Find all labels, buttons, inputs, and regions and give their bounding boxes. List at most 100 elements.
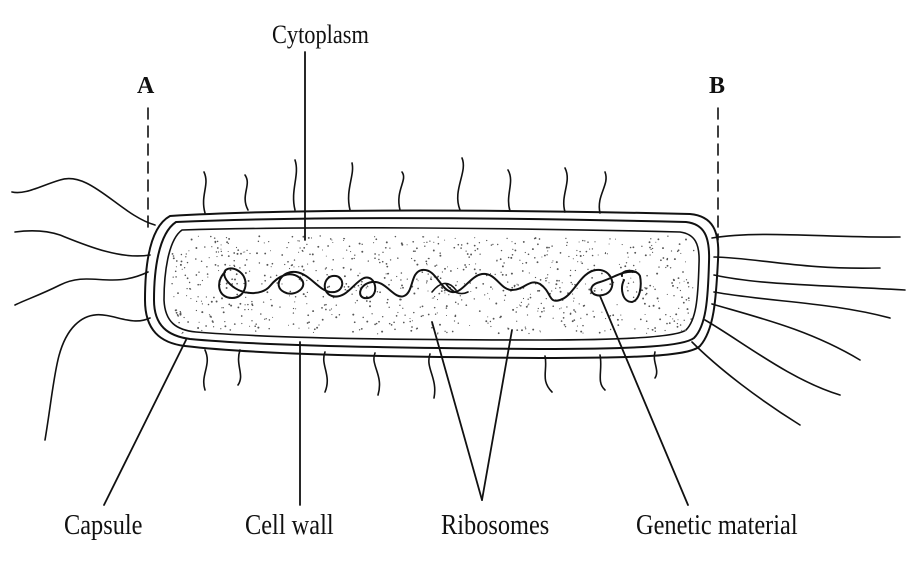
cytoplasm-dot — [244, 251, 245, 252]
cytoplasm-dot — [479, 242, 480, 243]
cytoplasm-dot — [665, 267, 666, 268]
cytoplasm-dot — [413, 312, 414, 313]
cytoplasm-dot — [686, 279, 687, 280]
cytoplasm-dot — [609, 315, 611, 317]
cytoplasm-dot — [215, 264, 217, 266]
cytoplasm-dot — [407, 278, 408, 279]
cytoplasm-dot — [303, 247, 305, 249]
cytoplasm-dot — [446, 305, 448, 307]
cytoplasm-dot — [465, 304, 467, 306]
cytoplasm-dot — [690, 318, 692, 320]
cytoplasm-dot — [667, 258, 668, 259]
cytoplasm-dot — [180, 311, 181, 312]
cytoplasm-dot — [216, 251, 217, 252]
cytoplasm-dot — [182, 269, 183, 270]
cytoplasm-dot — [490, 286, 492, 288]
cytoplasm-dot — [580, 318, 581, 319]
cytoplasm-dot — [512, 254, 514, 256]
cytoplasm-dot — [387, 273, 388, 274]
cytoplasm-dot — [176, 260, 178, 262]
cytoplasm-dot — [284, 264, 285, 265]
cytoplasm-dot — [455, 285, 457, 287]
cytoplasm-dot — [236, 273, 238, 275]
cytoplasm-dot — [373, 242, 374, 243]
cytoplasm-dot — [547, 250, 548, 251]
cytoplasm-dot — [354, 255, 355, 256]
cytoplasm-dot — [633, 297, 634, 298]
cytoplasm-dot — [269, 319, 271, 321]
cytoplasm-dot — [683, 302, 685, 304]
cytoplasm-dot — [249, 271, 250, 272]
cytoplasm-dot — [484, 294, 485, 295]
cytoplasm-dot — [214, 237, 216, 239]
cytoplasm-dot — [319, 235, 320, 236]
cytoplasm-dot — [386, 263, 388, 265]
cytoplasm-dot — [303, 269, 305, 271]
cytoplasm-dot — [295, 308, 296, 309]
cytoplasm-dot — [201, 330, 202, 331]
cytoplasm-dot — [368, 260, 369, 261]
cytoplasm-dot — [605, 318, 606, 319]
label-cell-wall: Cell wall — [245, 511, 334, 540]
cytoplasm-dot — [359, 273, 360, 274]
cytoplasm-dot — [256, 252, 258, 254]
cytoplasm-dot — [666, 323, 668, 325]
cytoplasm-dot — [519, 304, 520, 305]
cytoplasm-dot — [538, 308, 539, 309]
cytoplasm-dot — [234, 279, 236, 281]
cytoplasm-dot — [438, 243, 440, 245]
cytoplasm-dot — [401, 242, 403, 244]
cytoplasm-dot — [568, 256, 569, 257]
cytoplasm-dot — [557, 268, 559, 270]
cytoplasm-dot — [500, 272, 501, 273]
cytoplasm-dot — [247, 304, 248, 305]
cytoplasm-dot — [233, 260, 234, 261]
cytoplasm-dot — [617, 324, 619, 326]
cytoplasm-dot — [293, 312, 294, 313]
cytoplasm-dot — [281, 254, 283, 256]
cytoplasm-dot — [386, 266, 388, 268]
cytoplasm-dot — [555, 288, 556, 289]
cytoplasm-dot — [246, 250, 247, 251]
cytoplasm-dot — [272, 317, 273, 318]
cytoplasm-dot — [556, 280, 558, 282]
cytoplasm-dot — [634, 328, 635, 329]
cytoplasm-dot — [396, 276, 397, 277]
cytoplasm-dot — [567, 242, 568, 243]
cytoplasm-dot — [243, 283, 244, 284]
cytoplasm-dot — [673, 295, 674, 296]
cytoplasm-dot — [264, 253, 266, 255]
cytoplasm-dot — [301, 266, 303, 268]
cytoplasm-dot — [468, 256, 470, 258]
cytoplasm-dot — [407, 244, 408, 245]
cytoplasm-dot — [529, 272, 530, 273]
cytoplasm-dot — [579, 251, 580, 252]
cytoplasm-dot — [181, 254, 183, 256]
label-ribosomes: Ribosomes — [441, 511, 549, 540]
cytoplasm-dot — [325, 268, 326, 269]
cytoplasm-dot — [281, 283, 282, 284]
cytoplasm-dot — [651, 245, 652, 246]
cytoplasm-dot — [378, 254, 379, 255]
cytoplasm-dot — [217, 241, 219, 243]
cytoplasm-dot — [226, 283, 228, 285]
cytoplasm-dot — [211, 246, 212, 247]
cytoplasm-dot — [299, 247, 300, 248]
cytoplasm-dot — [422, 315, 423, 316]
cytoplasm-dot — [335, 316, 337, 318]
cytoplasm-dot — [376, 323, 378, 325]
cytoplasm-dot — [474, 245, 476, 247]
cytoplasm-dot — [230, 269, 232, 271]
cytoplasm-dot — [482, 283, 484, 285]
cytoplasm-dot — [498, 332, 500, 334]
cytoplasm-dot — [467, 253, 469, 255]
cytoplasm-dot — [450, 270, 452, 272]
cytoplasm-dot — [572, 320, 574, 322]
cytoplasm-dot — [496, 260, 497, 261]
cytoplasm-dot — [326, 274, 327, 275]
cytoplasm-dot — [190, 298, 191, 299]
cytoplasm-dot — [576, 330, 578, 332]
cytoplasm-dot — [325, 309, 327, 311]
cytoplasm-dot — [500, 258, 502, 260]
cytoplasm-dot — [208, 304, 210, 306]
